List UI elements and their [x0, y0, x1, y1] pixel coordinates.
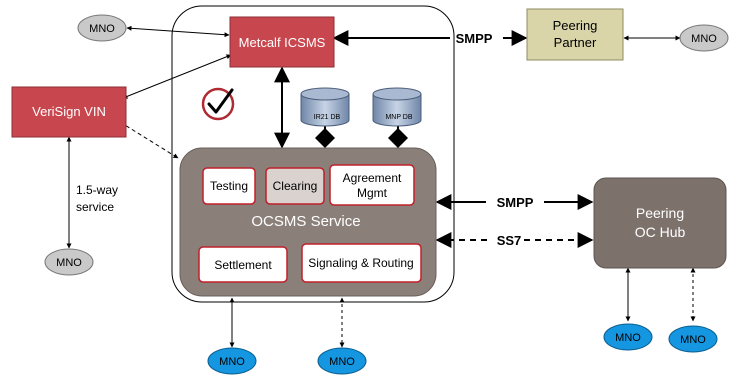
- signaling-routing-box[interactable]: Signaling & Routing: [301, 243, 422, 283]
- mno-label: MNO: [56, 257, 82, 269]
- mno-label: MNO: [691, 33, 717, 45]
- mnp-db-node[interactable]: MNP DB: [372, 87, 422, 127]
- settlement-box[interactable]: Settlement: [198, 246, 288, 283]
- peering-oc-hub-node[interactable]: Peering OC Hub: [593, 177, 727, 269]
- smpp-label-mid: SMPP: [497, 195, 534, 210]
- link-metcalf-verisign: [122, 54, 232, 99]
- ocsms-service-label: OCSMS Service: [251, 213, 360, 230]
- peering-partner-label-line2: Partner: [554, 35, 597, 50]
- clearing-label: Clearing: [273, 179, 318, 193]
- agreement-mgmt-box[interactable]: Agreement Mgmt: [329, 164, 415, 206]
- testing-box[interactable]: Testing: [202, 167, 256, 205]
- database-icon: [372, 87, 422, 127]
- metcalf-icsms-label: Metcalf ICSMS: [239, 35, 326, 50]
- mno-label: MNO: [680, 334, 706, 346]
- peering-partner-label-line1: Peering: [553, 18, 598, 33]
- smpp-label-top: SMPP: [456, 31, 493, 46]
- mno-bottom-1[interactable]: MNO: [207, 347, 257, 375]
- one-five-way-label-line1: 1.5-way: [76, 183, 118, 197]
- mno-label: MNO: [89, 23, 115, 35]
- connectors: [66, 25, 696, 348]
- agreement-mgmt-label-line2: Mgmt: [357, 186, 388, 200]
- checkmark-seal-icon: [201, 87, 235, 121]
- one-five-way-label-line2: service: [76, 200, 114, 214]
- mno-bottom-right-2[interactable]: MNO: [668, 325, 718, 353]
- clearing-box[interactable]: Clearing: [265, 167, 325, 205]
- verisign-vin-label: VeriSign VIN: [32, 104, 106, 119]
- mno-label: MNO: [219, 356, 245, 368]
- mno-left[interactable]: MNO: [44, 248, 94, 276]
- ir21-db-label: IR21 DB: [314, 114, 341, 121]
- mno-bottom-right-1[interactable]: MNO: [603, 323, 653, 351]
- mno-label: MNO: [329, 356, 355, 368]
- metcalf-icsms-node[interactable]: Metcalf ICSMS: [229, 16, 335, 68]
- peering-oc-hub-label-line1: Peering: [636, 205, 684, 221]
- peering-oc-hub-label-line2: OC Hub: [635, 224, 686, 240]
- mno-bottom-2[interactable]: MNO: [317, 347, 367, 375]
- database-icon: [300, 87, 350, 127]
- peering-partner-node[interactable]: Peering Partner: [526, 8, 624, 61]
- link-mno-top-left-metcalf: [126, 25, 230, 38]
- testing-label: Testing: [210, 179, 248, 193]
- verisign-vin-node[interactable]: VeriSign VIN: [11, 86, 127, 138]
- ss7-label: SS7: [497, 233, 522, 248]
- agreement-mgmt-label-line1: Agreement: [343, 171, 402, 185]
- link-verisign-ocsms: [119, 121, 179, 159]
- settlement-label: Settlement: [214, 258, 272, 272]
- signaling-routing-label: Signaling & Routing: [308, 256, 413, 270]
- ir21-db-node[interactable]: IR21 DB: [300, 87, 350, 127]
- mno-top-right[interactable]: MNO: [679, 24, 729, 52]
- mno-top-left[interactable]: MNO: [77, 14, 127, 42]
- mno-label: MNO: [615, 332, 641, 344]
- mnp-db-label: MNP DB: [385, 114, 412, 121]
